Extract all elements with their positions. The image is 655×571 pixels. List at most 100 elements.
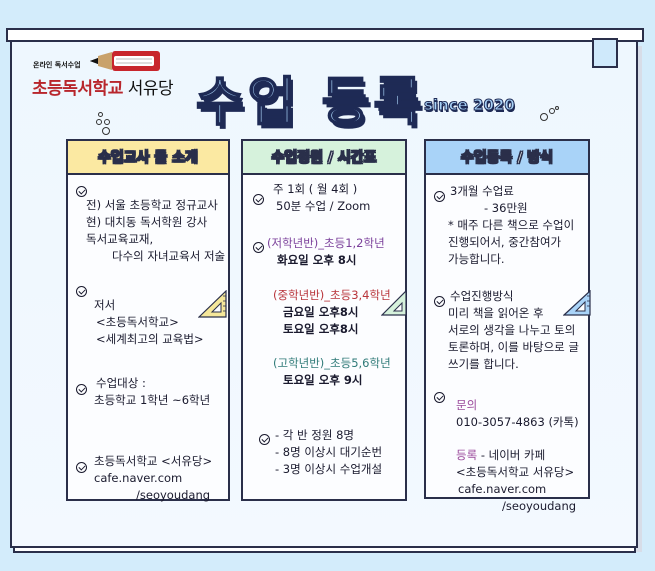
text-line: 서로의 생각을 나누고 토의 bbox=[448, 323, 576, 337]
text-line: 화요일 오후 8시 bbox=[277, 253, 357, 267]
bubble-icon bbox=[96, 119, 102, 125]
triangle-ruler-icon bbox=[381, 290, 407, 316]
class-label: (저학년반)_초등1,2학년 bbox=[267, 236, 385, 250]
bubble-icon bbox=[555, 106, 559, 110]
card-header: 수업교사 들 소개 bbox=[68, 141, 228, 175]
capacity: - 각 반 정원 8명 - 8명 이상시 대기순번 - 3명 이상시 수업개설 bbox=[275, 427, 382, 478]
text-line: cafe.naver.com bbox=[94, 471, 183, 485]
text-line: 3개월 수업료 bbox=[450, 184, 514, 198]
cafe-link[interactable]: 초등독서학교 <서유당> cafe.naver.com /seoyoudang bbox=[94, 453, 212, 504]
bubble-icon bbox=[98, 112, 103, 117]
text-line: - 8명 이상시 대기순번 bbox=[275, 445, 383, 459]
check-item bbox=[434, 293, 445, 310]
card-teachers: 수업교사 들 소개 전) 서울 초등학교 정규교사 현) 대치동 독서학원 강사… bbox=[66, 139, 230, 504]
text-line: 수업진행방식 bbox=[450, 289, 514, 303]
card-registration: 수업등록 / 방식 3개월 수업료 - 36만원 * 매주 다른 책으로 수업이… bbox=[424, 139, 590, 513]
register-label: 등록 bbox=[456, 448, 478, 462]
register-suffix: - 네이버 카페 bbox=[477, 448, 546, 462]
text-line: 수업대상 : bbox=[96, 376, 146, 390]
teacher-career: 전) 서울 초등학교 정규교사 현) 대치동 독서학원 강사 독서교육교재, 다… bbox=[86, 197, 225, 265]
card-header: 수업정원 / 시간표 bbox=[243, 141, 405, 175]
class-middle: (중학년반)_초등3,4학년 금요일 오후8시 토요일 오후8시 bbox=[273, 287, 391, 338]
check-item bbox=[434, 188, 445, 205]
text-line: <초등독서학교> bbox=[96, 315, 179, 329]
text-line: 가능합니다. bbox=[448, 252, 505, 266]
check-item bbox=[259, 431, 270, 448]
text-line: 저서 bbox=[94, 298, 116, 312]
check-circle-icon bbox=[76, 384, 87, 395]
board-tag bbox=[592, 38, 618, 68]
check-circle-icon bbox=[253, 242, 264, 253]
page-title: 수업 등록 bbox=[195, 72, 426, 134]
triangle-ruler-icon bbox=[198, 290, 227, 318]
check-circle-icon bbox=[434, 191, 445, 202]
text-line: - 36만원 bbox=[484, 201, 528, 215]
text-line: 쓰기를 합니다. bbox=[448, 357, 519, 371]
logo-title-black: 서유당 bbox=[122, 79, 174, 99]
method: 수업진행방식 미리 책을 읽어온 후 서로의 생각을 나누고 토의 토론하며, … bbox=[448, 288, 580, 373]
logo-title-red: 초등독서학교 bbox=[32, 79, 123, 99]
logo-title: 초등독서학교 서유당 bbox=[32, 74, 174, 99]
books: 저서 <초등독서학교> <세계최고의 교육법> bbox=[94, 297, 204, 348]
frequency: 주 1회 ( 월 4회 ) 50분 수업 / Zoom bbox=[273, 181, 370, 215]
card-header: 수업등록 / 방식 bbox=[426, 141, 588, 175]
bubble-icon bbox=[104, 119, 110, 125]
class-label: (중학년반)_초등3,4학년 bbox=[273, 288, 391, 302]
pencil-icon bbox=[90, 51, 160, 71]
check-circle-icon bbox=[434, 392, 445, 403]
check-circle-icon bbox=[434, 296, 445, 307]
logo-subtitle: 온라인 독서수업 bbox=[33, 61, 81, 69]
board-top-rod bbox=[6, 28, 644, 42]
text-line: 토요일 오후 9시 bbox=[283, 373, 363, 387]
check-circle-icon bbox=[253, 194, 264, 205]
text-line: 초등독서학교 <서유당> bbox=[94, 454, 213, 468]
bubble-icon bbox=[102, 127, 110, 135]
text-line: 진행되어서, 중간참여가 bbox=[448, 235, 562, 249]
class-senior: (고학년반)_초등5,6학년 토요일 오후 9시 bbox=[273, 355, 391, 389]
contact-label: 문의 bbox=[456, 398, 478, 412]
text-line: <세계최고의 교육법> bbox=[96, 332, 204, 346]
bubble-icon bbox=[540, 113, 548, 121]
check-circle-icon bbox=[76, 286, 87, 297]
check-circle-icon bbox=[76, 186, 87, 197]
class-label: (고학년반)_초등5,6학년 bbox=[273, 356, 391, 370]
text-line: * 매주 다른 책으로 수업이 bbox=[448, 218, 575, 232]
text-line: - 각 반 정원 8명 bbox=[275, 428, 354, 442]
text-line: cafe.naver.com bbox=[458, 482, 547, 496]
check-item bbox=[253, 239, 264, 256]
board-bottom-edge bbox=[13, 548, 636, 553]
tuition: 3개월 수업료 - 36만원 * 매주 다른 책으로 수업이 진행되어서, 중간… bbox=[448, 183, 575, 268]
text-line: 50분 수업 / Zoom bbox=[276, 199, 371, 213]
text-line: 금요일 오후8시 bbox=[283, 305, 359, 319]
class-junior: (저학년반)_초등1,2학년 화요일 오후 8시 bbox=[267, 235, 385, 269]
check-item bbox=[76, 459, 87, 476]
target-students: 수업대상 : 초등학교 1학년 ~6학년 bbox=[94, 375, 211, 409]
check-item bbox=[76, 381, 87, 398]
check-circle-icon bbox=[76, 462, 87, 473]
check-item bbox=[434, 389, 445, 406]
contact: 문의 010-3057-4863 (카톡) bbox=[456, 397, 579, 431]
bubble-icon bbox=[549, 108, 555, 114]
text-line: <초등독서학교 서유당> bbox=[456, 465, 575, 479]
check-item bbox=[76, 183, 87, 200]
triangle-ruler-icon bbox=[563, 290, 591, 316]
text-line: /seoyoudang bbox=[136, 488, 211, 502]
text-line: 미리 책을 읽어온 후 bbox=[448, 306, 544, 320]
register-info[interactable]: 등록 - 네이버 카페 <초등독서학교 서유당> cafe.naver.com … bbox=[456, 447, 576, 515]
check-circle-icon bbox=[259, 434, 270, 445]
check-item bbox=[253, 191, 264, 208]
phone-number[interactable]: 010-3057-4863 (카톡) bbox=[456, 415, 579, 429]
text-line: 초등학교 1학년 ~6학년 bbox=[94, 393, 211, 407]
text-line: 토요일 오후8시 bbox=[283, 322, 359, 336]
text-line: 주 1회 ( 월 4회 ) bbox=[273, 182, 358, 196]
since-label: since 2020 bbox=[424, 96, 516, 115]
text-line: 독서교육교재, bbox=[86, 232, 154, 246]
text-line: 전) 서울 초등학교 정규교사 bbox=[86, 198, 218, 212]
text-line: 현) 대치동 독서학원 강사 bbox=[86, 215, 208, 229]
check-item bbox=[76, 283, 87, 300]
text-line: 다수의 자녀교육서 저술 bbox=[112, 249, 226, 263]
card-schedule: 수업정원 / 시간표 주 1회 ( 월 4회 ) 50분 수업 / Zoom (… bbox=[241, 139, 407, 501]
text-line: 토론하며, 이를 바탕으로 글 bbox=[448, 340, 580, 354]
text-line: - 3명 이상시 수업개설 bbox=[275, 462, 383, 476]
text-line: /seoyoudang bbox=[502, 499, 577, 513]
